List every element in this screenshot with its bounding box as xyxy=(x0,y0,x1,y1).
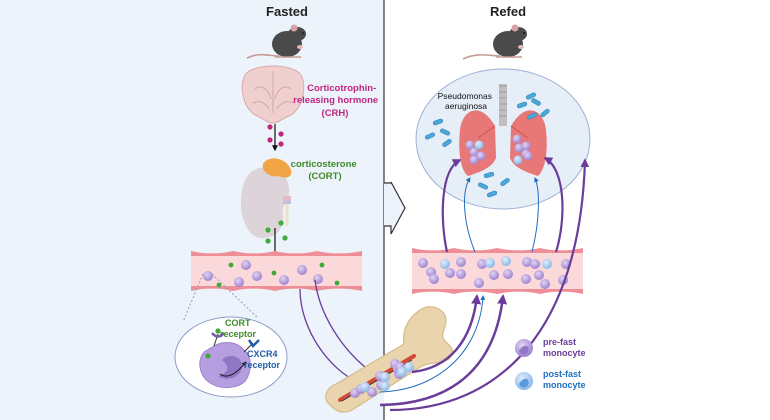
pre-fast-monocyte xyxy=(313,274,323,284)
bacterium-icon xyxy=(440,128,450,136)
pathogen-label: Pseudomonas aeruginosa xyxy=(438,91,495,111)
cort-molecule xyxy=(334,280,340,286)
bacterium-icon xyxy=(483,171,495,179)
pre-fast-monocyte xyxy=(476,151,486,161)
monocytes-in-lung xyxy=(465,134,533,165)
bacterium-icon xyxy=(526,92,536,100)
pre-fast-monocyte xyxy=(521,141,531,151)
cxcr4-receptor-label: CXCR4 receptor xyxy=(244,349,281,370)
bacterium-icon xyxy=(432,118,444,126)
cort-molecules xyxy=(265,220,288,244)
blood-vessel-refed xyxy=(412,248,583,294)
blood-vessel-fasted xyxy=(191,251,362,291)
egress-arrow-blue xyxy=(379,295,486,393)
pre-fast-monocyte xyxy=(456,269,466,279)
post-fast-monocyte xyxy=(380,381,390,391)
monocytes-in-bone-marrow xyxy=(350,359,414,398)
pre-fast-monocyte xyxy=(521,274,531,284)
fasted-title: Fasted xyxy=(266,4,308,19)
post-fast-monocyte xyxy=(501,256,511,266)
pre-fast-monocyte xyxy=(418,258,428,268)
mouse-fasted-icon xyxy=(246,24,306,59)
post-fast-monocyte xyxy=(474,140,484,150)
legend-pre-fast-label: pre-fast monocyte xyxy=(543,337,586,358)
pre-fast-monocyte xyxy=(534,270,544,280)
post-fast-monocyte xyxy=(397,367,407,377)
pre-fast-monocyte xyxy=(477,259,487,269)
refed-title: Refed xyxy=(490,4,526,19)
transition-arrow-icon xyxy=(384,181,406,235)
cort-label: corticosterone (CORT) xyxy=(291,159,360,182)
bacterium-icon xyxy=(531,98,541,106)
monocytes-refed-vessel xyxy=(418,256,571,289)
legend: pre-fast monocyte post-fast monocyte xyxy=(515,337,586,390)
pre-fast-monocyte xyxy=(540,279,550,289)
crh-molecules xyxy=(267,124,284,147)
post-fast-monocyte xyxy=(380,372,390,382)
post-fast-monocyte xyxy=(440,259,450,269)
kidney-adrenal-icon xyxy=(241,158,292,239)
mouse-refed-icon xyxy=(462,24,527,60)
pre-fast-monocyte xyxy=(429,274,439,284)
pre-fast-monocyte xyxy=(522,257,532,267)
pre-fast-monocyte xyxy=(297,265,307,275)
pre-fast-monocyte xyxy=(445,268,455,278)
legend-pre-fast-icon xyxy=(515,339,533,357)
pre-fast-monocyte xyxy=(367,387,377,397)
bacterium-icon xyxy=(486,190,498,198)
legend-post-fast-icon xyxy=(515,372,533,390)
pre-fast-monocyte xyxy=(469,155,479,165)
pre-fast-monocyte xyxy=(279,275,289,285)
cort-receptor-label: CORT receptor xyxy=(220,318,257,339)
pre-fast-monocyte xyxy=(523,151,533,161)
bacterium-icon xyxy=(540,108,550,118)
cort-molecule xyxy=(271,270,277,276)
pre-fast-monocyte xyxy=(456,257,466,267)
egress-arrow-purple-1 xyxy=(411,294,482,374)
bacterium-icon xyxy=(500,178,510,186)
monocyte-detail-icon xyxy=(199,328,260,388)
pre-fast-monocyte xyxy=(489,270,499,280)
pre-fast-monocyte xyxy=(203,271,213,281)
brain-icon xyxy=(241,65,305,124)
lung-arrow-purple-right xyxy=(543,157,564,253)
pre-fast-monocyte xyxy=(514,143,524,153)
egress-arrow-purple-2 xyxy=(379,294,508,407)
pre-fast-monocyte xyxy=(234,277,244,287)
pre-fast-monocyte xyxy=(530,259,540,269)
lung-infection-callout xyxy=(415,68,591,210)
cort-molecule xyxy=(216,282,222,288)
zoom-callout-lines xyxy=(182,273,259,323)
crh-label: Corticotrophin- releasing hormone (CRH) xyxy=(293,83,381,119)
pseudomonas-bacteria xyxy=(425,92,550,198)
pre-fast-monocyte xyxy=(469,147,479,157)
bacterium-icon xyxy=(478,182,488,190)
cort-molecule xyxy=(319,262,325,268)
legend-post-fast-label: post-fast monocyte xyxy=(543,369,586,390)
lung-arrow-purple-left xyxy=(441,159,462,253)
lung-arrow-blue-left xyxy=(464,177,476,253)
pre-fast-monocyte xyxy=(252,271,262,281)
post-fast-monocyte xyxy=(485,258,495,268)
post-fast-monocyte xyxy=(404,362,414,372)
pre-fast-monocyte xyxy=(474,278,484,288)
bacterium-icon xyxy=(516,101,528,109)
pre-fast-monocyte xyxy=(512,134,522,144)
lung-arrow-blue-right xyxy=(531,177,539,253)
bacterium-icon xyxy=(425,132,435,140)
pre-fast-monocyte xyxy=(241,260,251,270)
cort-molecule xyxy=(228,262,234,268)
pre-fast-monocyte xyxy=(465,140,475,150)
bacterium-icon xyxy=(527,112,537,120)
post-fast-monocyte xyxy=(542,259,552,269)
pre-fast-monocyte xyxy=(503,269,513,279)
bacterium-icon xyxy=(442,139,452,147)
post-fast-monocyte xyxy=(360,382,370,392)
post-fast-monocyte xyxy=(513,155,523,165)
